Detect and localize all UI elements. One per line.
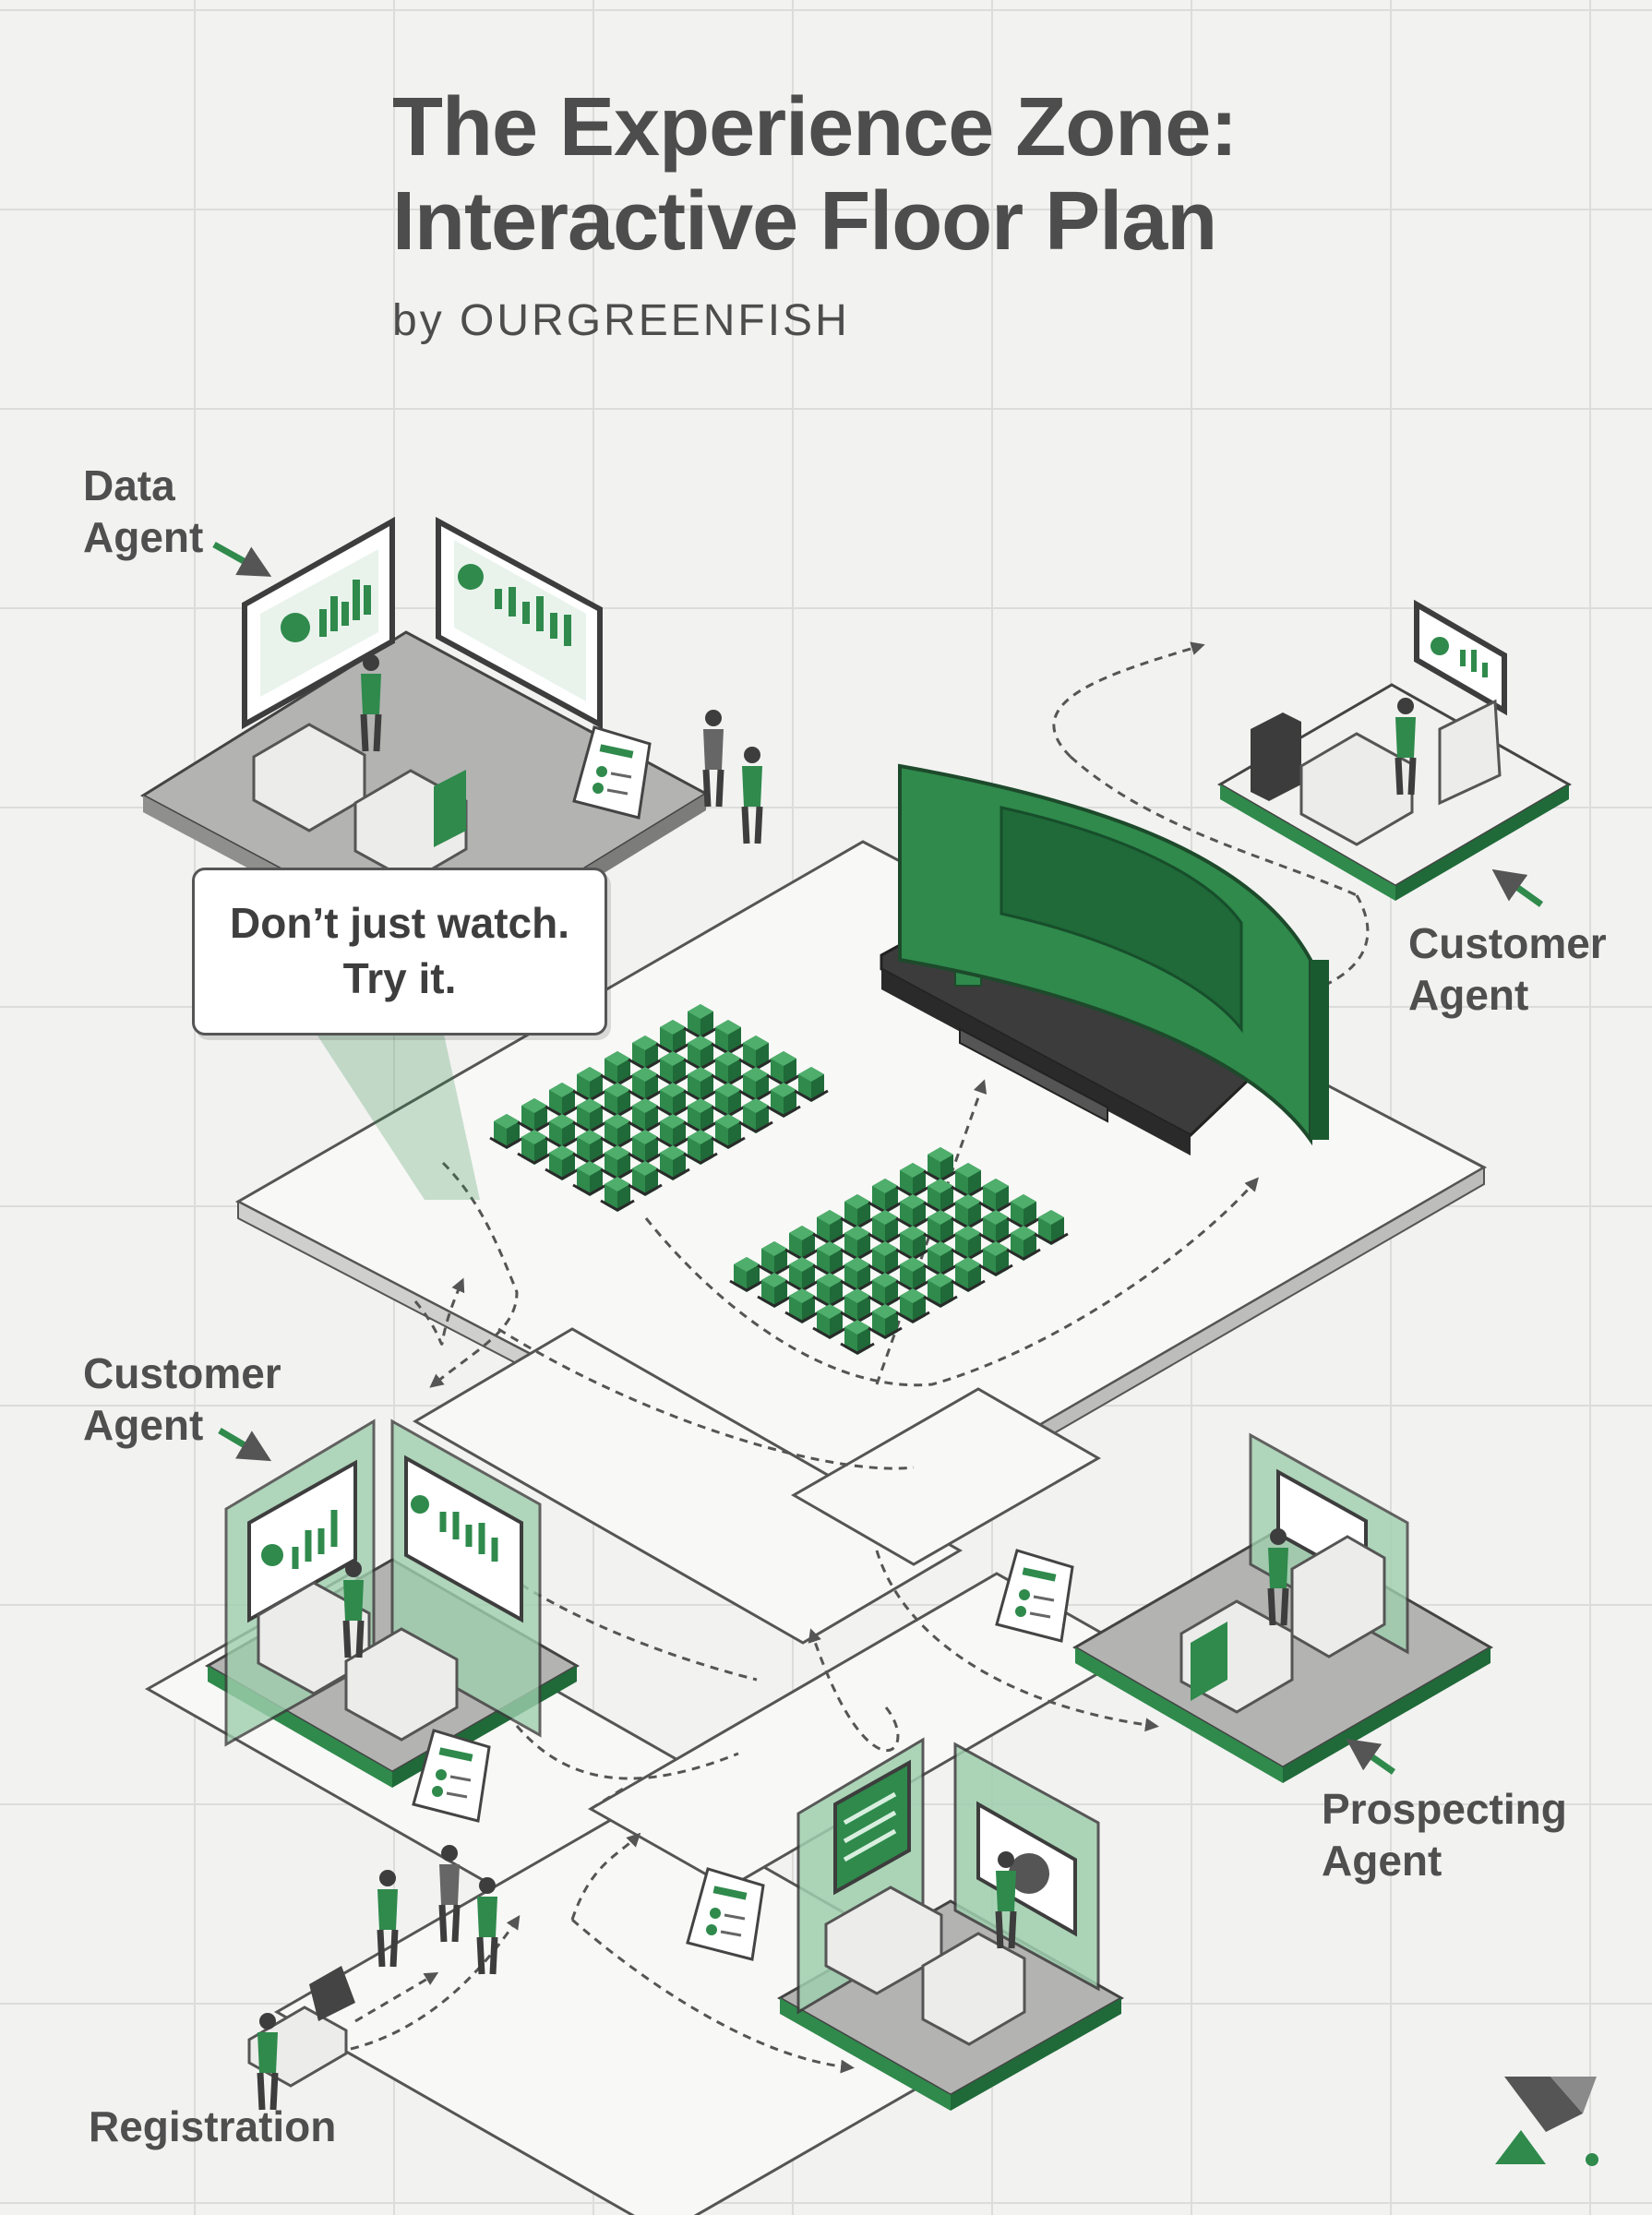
logo-mark-icon: [1495, 2077, 1598, 2166]
monitor-icon: [247, 1459, 357, 1623]
arrow-icon: [212, 541, 272, 577]
label-registration: Registration: [89, 2101, 336, 2152]
label-prospecting-agent: Prospecting Agent: [1322, 1783, 1567, 1886]
label-customer-agent-right: Customer Agent: [1408, 917, 1607, 1021]
label-customer-agent-left: Customer Agent: [83, 1347, 281, 1451]
arrow-icon: [1346, 1738, 1396, 1775]
arrow-icon: [218, 1427, 272, 1462]
label-customer-agent-right-line1: Customer: [1408, 919, 1607, 967]
callout-box: Don’t just watch. Try it.: [192, 868, 607, 1036]
registration-desk: [247, 1845, 497, 2110]
stage-screen: [898, 763, 1329, 1146]
zone-arrows: [212, 541, 1544, 1775]
label-customer-agent-right-line2: Agent: [1408, 971, 1529, 1020]
byline: by OURGREENFISH: [392, 296, 850, 345]
label-customer-agent-left-line1: Customer: [83, 1349, 281, 1397]
booth-customer-agent-right: [1217, 599, 1573, 901]
callout-text: Don’t just watch. Try it.: [230, 899, 569, 1002]
label-prospecting-agent-line2: Agent: [1322, 1837, 1443, 1886]
arrow-icon: [1491, 868, 1544, 907]
booth-bottom: [686, 1737, 1125, 2111]
label-customer-agent-left-line2: Agent: [83, 1401, 204, 1450]
callout-spotlight: [314, 1030, 480, 1200]
title-line-2: Interactive Floor Plan: [392, 174, 1217, 268]
label-prospecting-agent-line1: Prospecting: [1322, 1785, 1567, 1833]
monitor-icon: [404, 1455, 523, 1623]
page-title: The Experience Zone: Interactive Floor P…: [392, 81, 1238, 269]
booth-customer-agent-left: [204, 1419, 581, 1823]
label-registration-line1: Registration: [89, 2102, 337, 2150]
title-line-1: The Experience Zone:: [392, 81, 1238, 174]
label-data-agent-line1: Data: [83, 461, 175, 509]
label-data-agent: Data Agent: [83, 460, 203, 563]
label-data-agent-line2: Agent: [83, 513, 204, 562]
booth-prospecting-agent: [995, 1432, 1493, 1783]
